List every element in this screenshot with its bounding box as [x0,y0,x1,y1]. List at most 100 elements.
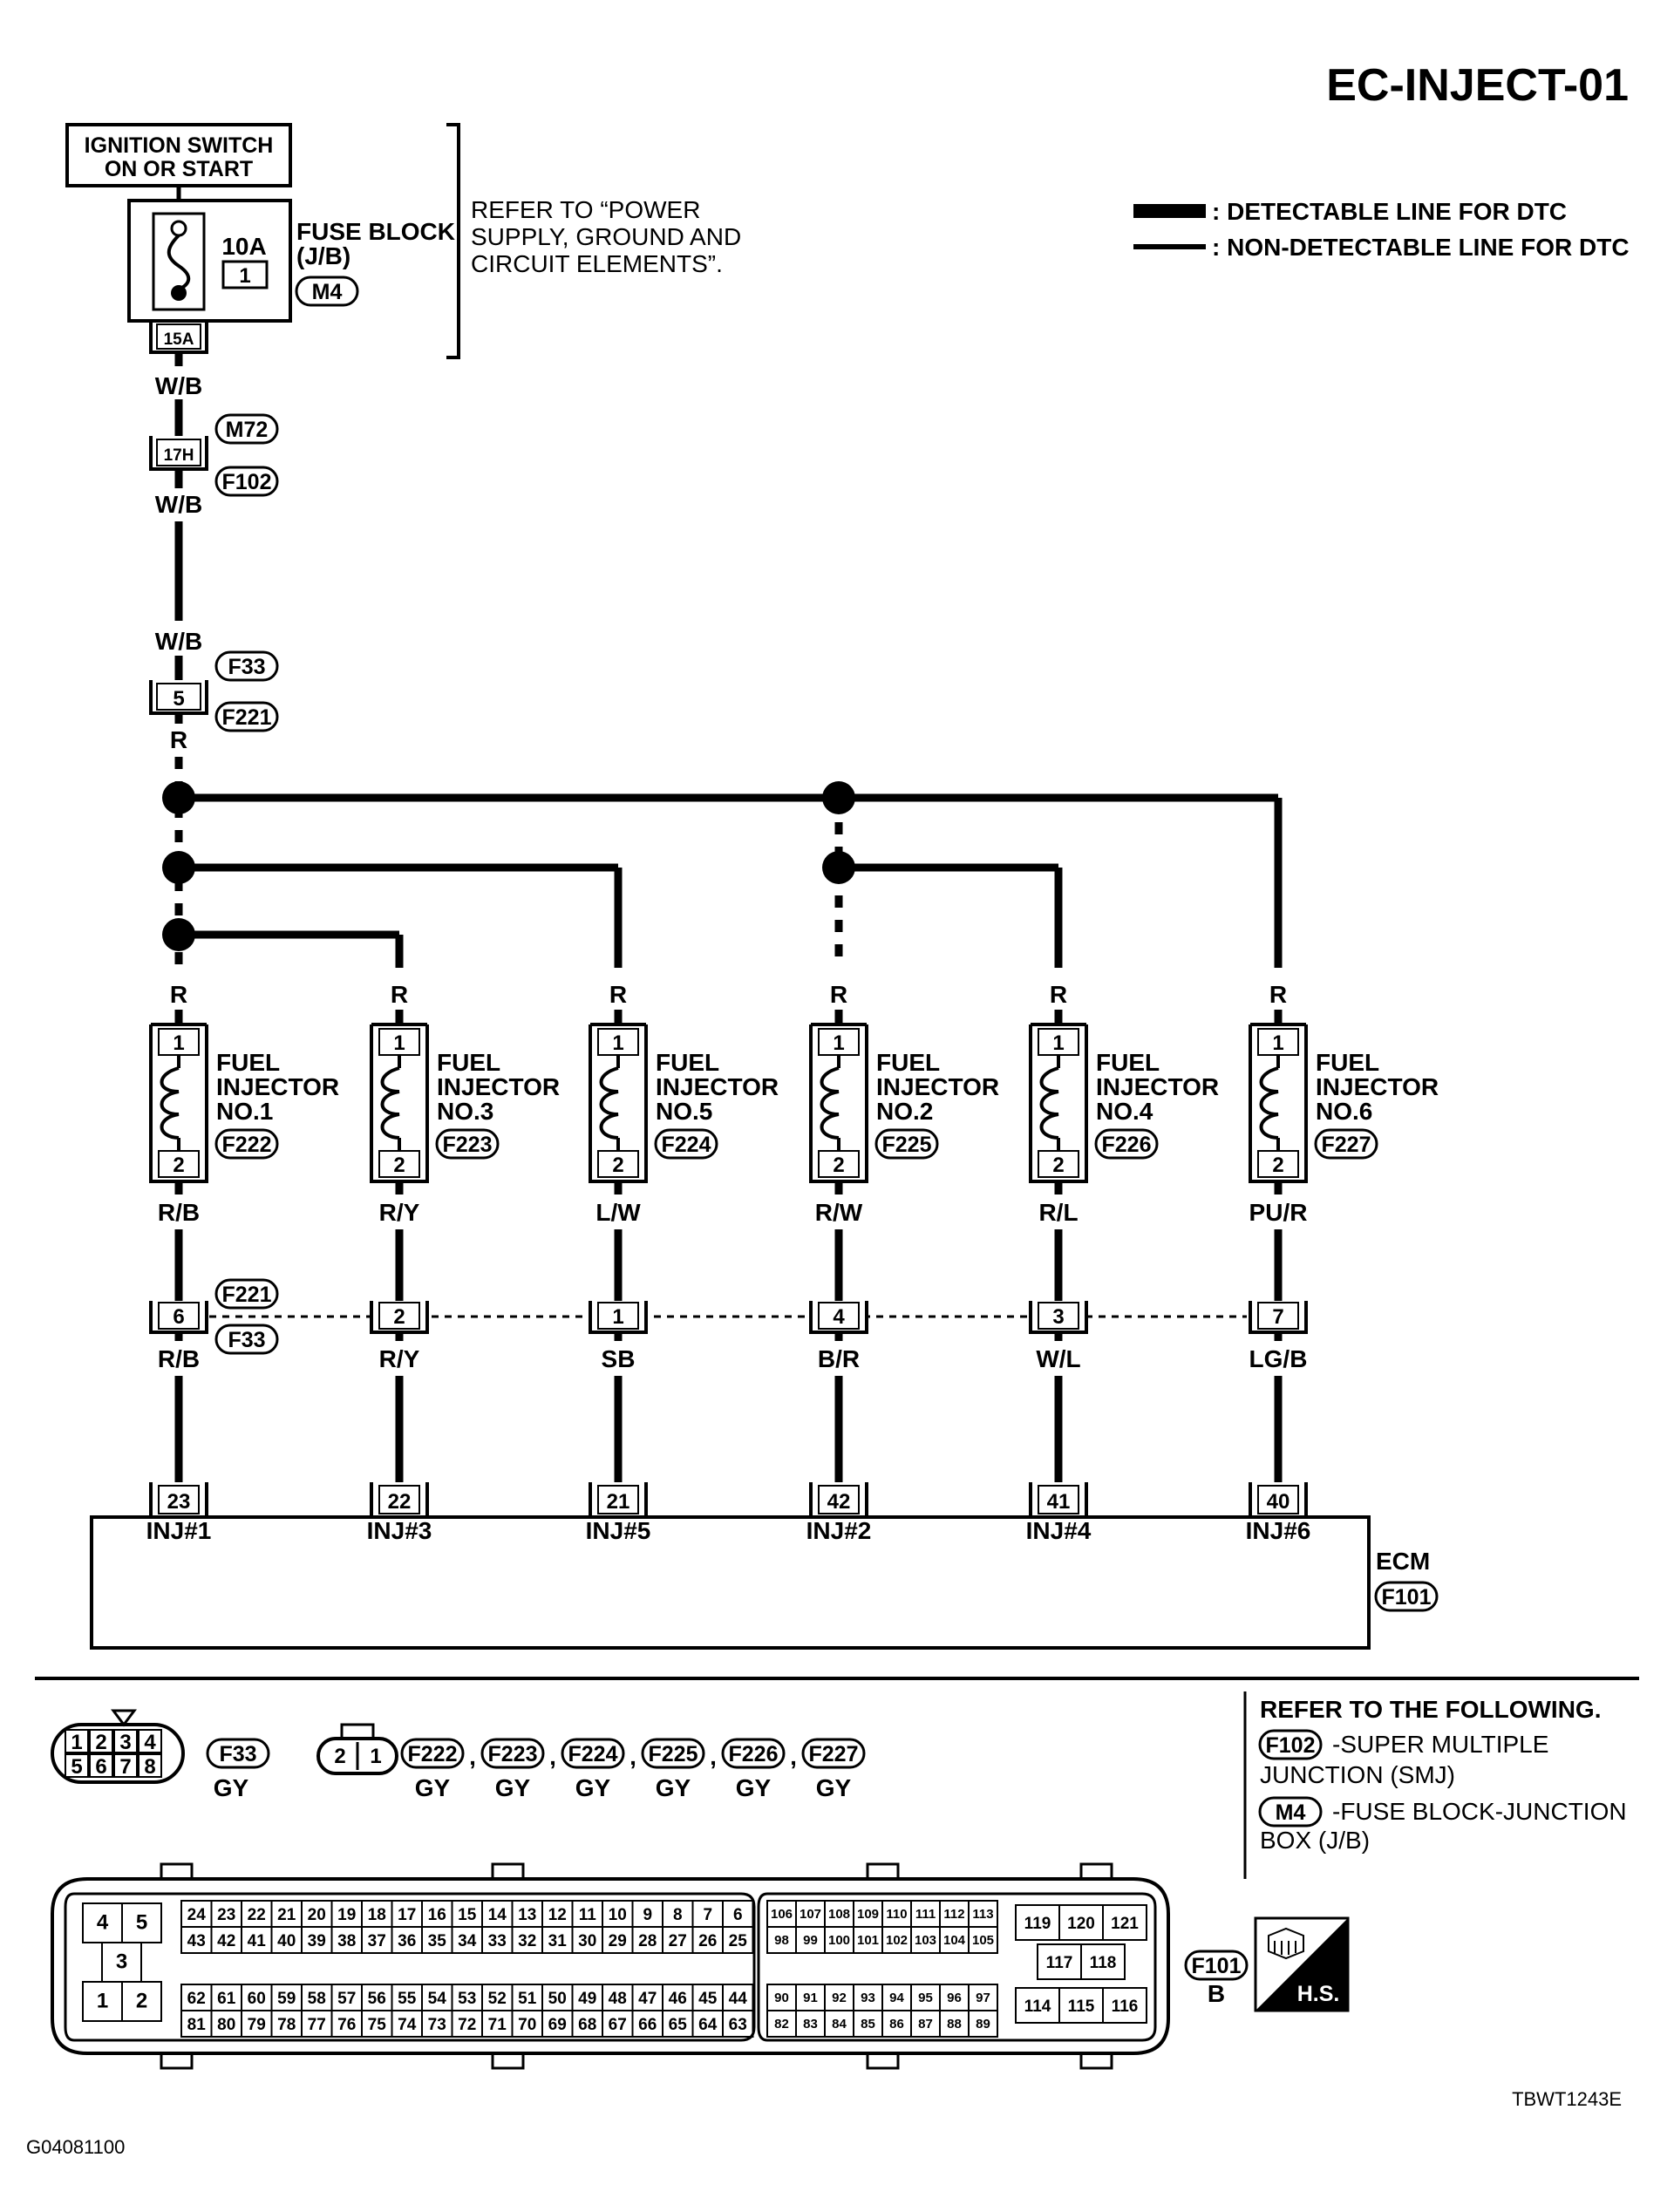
injector-label-line2: INJECTOR [437,1073,560,1100]
ecm-connector-pin: 70 [518,2016,536,2034]
injector-pin-2: 2 [393,1154,405,1177]
injector-connector: F225 [882,1133,932,1157]
f33-pin: 2 [95,1731,106,1754]
ecm-connector-pin: 42 [217,1932,235,1950]
injector-supply-wire-color: R [1050,981,1067,1008]
ecm-connector-pin: 39 [308,1932,326,1950]
power-reference-line3: CIRCUIT ELEMENTS”. [471,250,723,277]
ecm-connector-pin: 41 [248,1932,267,1950]
injector-label-line1: FUEL [1096,1049,1160,1076]
ecm-connector-pin: 19 [337,1906,356,1924]
ecm-connector-pin: 49 [578,1990,596,2008]
injector-label-line2: INJECTOR [876,1073,999,1100]
injector-pin-2: 2 [612,1154,623,1177]
ecm-label: ECM [1376,1548,1430,1575]
splice-dot [162,851,195,884]
injector-pin-2: 2 [833,1154,844,1177]
connector-f33-name: F33 [219,1742,256,1766]
ecm-connector-pin: 113 [972,1907,993,1922]
fuse-top-terminal-icon [170,220,187,237]
ecm-connector-pin: 80 [217,2016,235,2034]
ecm-connector-pin: 98 [774,1933,789,1948]
ecm-connector-pin: 79 [248,2016,266,2034]
harness-connector-pin: 2 [393,1305,405,1329]
connector-f102: F102 [222,470,272,494]
ecm-connector-pin: 37 [368,1932,386,1950]
ecm-signal-wire-color: R/B [158,1345,200,1372]
ecm-connector-pin: 59 [277,1990,296,2008]
injector-supply-wire-color: R [1269,981,1287,1008]
legend-detectable-text: : DETECTABLE LINE FOR DTC [1212,198,1567,225]
ecm-connector-pin: 102 [886,1933,908,1948]
ecm-connector-pin: 10 [609,1906,627,1924]
fuse-number: 1 [239,264,250,288]
ecm-pin: 23 [167,1490,191,1514]
connector-separator: , [549,1743,556,1770]
injector-connector-color: GY [575,1774,611,1801]
ecm-pin: 21 [607,1490,630,1514]
injector-connector-color: GY [415,1774,451,1801]
wire-color-r-main: R [170,726,187,753]
wire-color-wb-1: W/B [155,372,202,399]
ecm-connector-pin: 54 [428,1990,447,2008]
ecm-connector-pin: 87 [918,2017,933,2032]
f33-pin: 8 [144,1755,155,1779]
wire-color-wb-3: W/B [155,628,202,655]
ecm-connector-pin: 115 [1068,1998,1095,2016]
ecm-connector-pin: 72 [458,2016,476,2034]
connector-latch-icon [340,1723,375,1740]
ecm-connector-pin: 45 [698,1990,718,2008]
ecm-signal-wire-color: B/R [818,1345,860,1372]
injector-label-line1: FUEL [216,1049,280,1076]
harness-side-symbol: H.S. [1254,1916,1350,2012]
ecm-connector-pin: 118 [1090,1954,1117,1972]
refer-m4-text1: -FUSE BLOCK-JUNCTION [1332,1798,1627,1825]
ecm-connector-pin: 55 [398,1990,417,2008]
splice-dot [162,781,195,814]
ecm-connector-pin: 105 [972,1933,994,1948]
ecm-connector-pin: 5 [136,1911,147,1935]
ecm-connector-pin: 24 [187,1906,207,1924]
ecm-connector-pin: 53 [458,1990,476,2008]
ecm-connector-pin: 121 [1111,1915,1139,1933]
ecm-pin-label: INJ#2 [806,1517,872,1544]
ecm-connector-pin: 11 [579,1906,597,1924]
injector-label-line1: FUEL [1316,1049,1379,1076]
injector-output-wire-color: L/W [595,1199,641,1226]
ecm-connector-pin: 57 [337,1990,356,2008]
injector-label-line2: INJECTOR [216,1073,339,1100]
injector-output-wire-color: R/Y [379,1199,420,1226]
ecm-signal-wire-color: R/Y [379,1345,420,1372]
ecm-connector-pin: 20 [308,1906,326,1924]
ecm-connector-pin: 99 [803,1933,818,1948]
ecm-connector-pin: 103 [915,1933,936,1948]
ecm-pin-label: INJ#6 [1246,1517,1311,1544]
ecm-connector-pin: 116 [1112,1998,1139,2016]
ecm-connector-pin: 108 [828,1907,850,1922]
ecm-connector-pin: 56 [368,1990,386,2008]
ecm-connector-pin: 51 [518,1990,537,2008]
f33-pin: 3 [119,1731,131,1754]
ecm-connector-pin: 48 [609,1990,627,2008]
ecm-connector-color: B [1208,1980,1225,2007]
ignition-switch: IGNITION SWITCH ON OR START [65,123,292,187]
fuse-element-icon [167,234,191,291]
injector-output-wire-color: R/L [1038,1199,1078,1226]
ecm-connector-pin: 110 [886,1907,907,1922]
junction-5-label: 5 [173,687,184,711]
ecm-connector-pin: 1 [97,1990,108,2013]
fuse-block-connector-badge [295,276,359,307]
ecm-connector-pin: 92 [832,1991,847,2005]
ecm-pin-label: INJ#3 [367,1517,432,1544]
legend-non-detectable-text: : NON-DETECTABLE LINE FOR DTC [1212,234,1630,261]
ecm-connector-pin: 46 [669,1990,687,2008]
fuse-amperage: 10A [221,233,266,260]
harness-connector-pin: 3 [1052,1305,1064,1329]
connector-separator: , [790,1743,797,1770]
ecm-connector-pin: 112 [943,1907,964,1922]
ecm-connector-pin: 36 [398,1932,416,1950]
ecm-connector-pin: 111 [915,1907,936,1922]
